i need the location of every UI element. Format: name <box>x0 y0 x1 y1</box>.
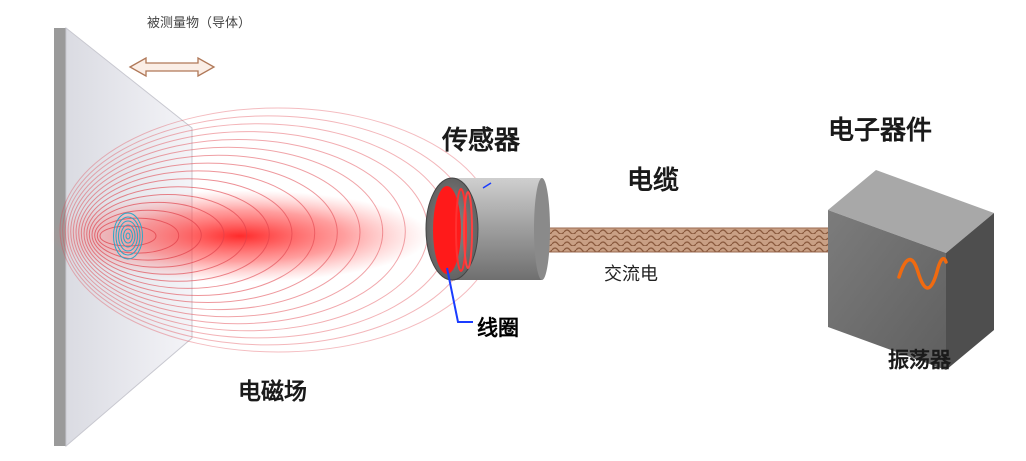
field-line <box>91 201 225 268</box>
field-line <box>78 162 338 303</box>
eddy-current-ring <box>118 220 138 252</box>
field-line <box>72 146 384 318</box>
sensor <box>425 177 550 323</box>
eddy-current-ring <box>115 216 141 256</box>
field-line <box>94 209 202 261</box>
field-label: 电磁场 <box>238 379 307 405</box>
double-headed-arrow-icon <box>128 56 216 78</box>
field-line <box>83 178 293 289</box>
electronics-box <box>828 170 994 370</box>
field-line <box>99 225 157 247</box>
eddy-current-ring <box>125 232 131 240</box>
field-line <box>88 194 248 275</box>
sensor-label: 传感器 <box>442 126 521 156</box>
sensor-coil <box>433 186 473 274</box>
sine-wave-icon <box>897 256 948 290</box>
field-line <box>80 170 316 296</box>
ac-label: 交流电 <box>604 264 658 285</box>
electromagnetic-field <box>50 107 497 353</box>
eddy-current-ring <box>123 228 133 244</box>
electronics-label: 电子器件 <box>828 116 933 146</box>
oscillator-label: 振荡器 <box>888 348 951 372</box>
field-glow <box>50 190 430 282</box>
field-line <box>70 139 406 325</box>
coil-label: 线圈 <box>477 316 519 340</box>
field-line <box>75 154 361 311</box>
eddy-current-ring <box>120 224 136 248</box>
eddy-current-ring <box>113 212 143 260</box>
cable-label: 电缆 <box>627 166 680 196</box>
cable <box>537 227 853 253</box>
conductor-label: 被测量物（导体） <box>147 16 252 31</box>
field-line <box>86 186 270 282</box>
sensor-leader-line <box>482 182 492 189</box>
coil-leader-line <box>446 267 473 323</box>
